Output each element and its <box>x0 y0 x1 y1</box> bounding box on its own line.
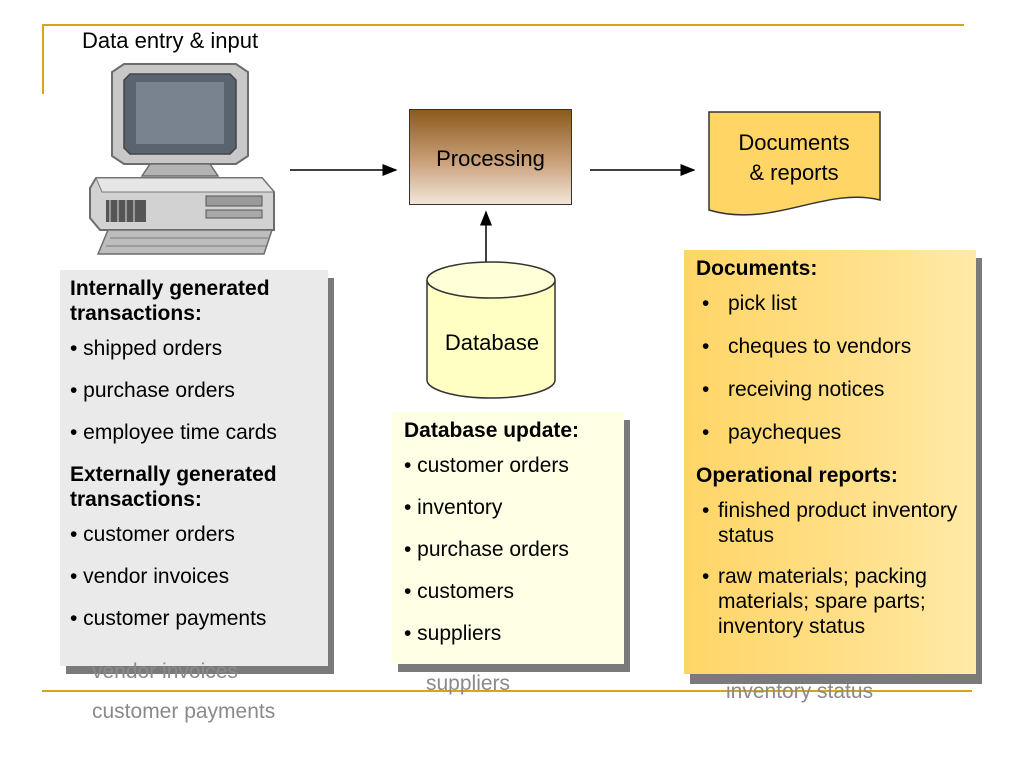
external-heading: Externally generated transactions: <box>70 463 277 511</box>
list-item: • purchase orders <box>70 379 235 402</box>
ghost-text: suppliers <box>426 672 511 695</box>
list-item: • vendor invoices <box>70 565 230 588</box>
list-item: • employee time cards <box>70 421 277 444</box>
slide-frame-bottom <box>42 690 972 692</box>
list-item: • customer orders <box>404 454 569 477</box>
list-item: • inventory <box>404 496 503 519</box>
documents-panel: Documents: pick list cheques to vendors … <box>684 250 976 674</box>
ghost-text: customer payments <box>92 700 276 723</box>
list-item: cheques to vendors <box>696 334 966 359</box>
list-item: pick list <box>696 291 966 316</box>
ghost-text: inventory status <box>726 680 874 703</box>
documents-reports-label: Documents & reports <box>710 128 878 188</box>
database-label: Database <box>444 330 540 355</box>
database-update-heading: Database update: <box>404 419 580 442</box>
computer-icon <box>89 63 276 255</box>
list-item: raw materials; packing materials; spare … <box>696 564 966 639</box>
documents-label-line2: & reports <box>749 160 839 185</box>
list-item: • customers <box>404 580 515 603</box>
documents-heading: Documents: <box>696 257 818 280</box>
list-item: finished product inventory status <box>696 498 966 548</box>
ghost-text: vendor invoices <box>92 660 238 683</box>
list-item: • purchase orders <box>404 538 569 561</box>
processing-label: Processing <box>436 146 545 171</box>
list-item: • customer orders <box>70 523 235 546</box>
slide-frame-top <box>42 24 964 26</box>
reports-heading: Operational reports: <box>696 464 898 487</box>
list-item: • customer payments <box>70 607 267 630</box>
database-update-panel: Database update: • customer orders • inv… <box>392 412 624 664</box>
slide-frame-left <box>42 24 44 94</box>
list-item: • suppliers <box>404 622 502 645</box>
list-item: paycheques <box>696 420 966 445</box>
transactions-panel: Internally generated transactions: • shi… <box>60 270 328 666</box>
processing-box <box>409 109 572 205</box>
documents-label-line1: Documents <box>738 130 850 155</box>
slide-title: Data entry & input <box>82 28 259 53</box>
internal-heading: Internally generated transactions: <box>70 277 270 325</box>
list-item: • shipped orders <box>70 337 223 360</box>
list-item: receiving notices <box>696 377 966 402</box>
